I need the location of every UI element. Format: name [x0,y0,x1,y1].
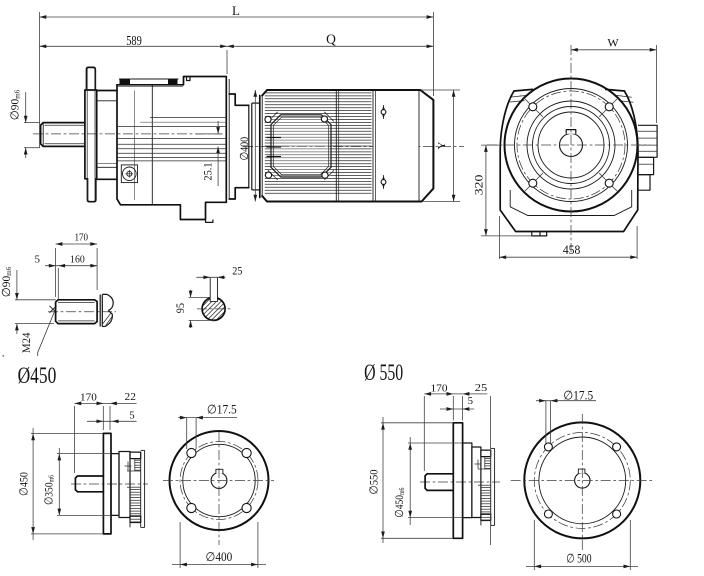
svg-text:170: 170 [80,392,97,404]
svg-text:M24: M24 [21,332,33,353]
svg-text:Ø450: Ø450 [18,363,57,388]
svg-text:W: W [607,36,619,50]
svg-text:22: 22 [125,391,136,403]
svg-text:320: 320 [472,175,486,196]
svg-text:5: 5 [35,254,41,266]
svg-text:95: 95 [175,303,187,313]
svg-text:25.1: 25.1 [203,162,215,180]
svg-text:∅17.5: ∅17.5 [207,402,237,416]
svg-text:∅400: ∅400 [239,137,251,161]
svg-text:5: 5 [129,410,134,422]
svg-text:∅ 500: ∅ 500 [566,552,591,566]
svg-text:∅17.5: ∅17.5 [563,389,593,403]
svg-text:589: 589 [126,33,142,48]
svg-text:∅550: ∅550 [368,469,380,494]
svg-text:Y: Y [436,141,448,149]
svg-text:458: 458 [563,242,581,257]
svg-text:∅400: ∅400 [206,550,233,564]
svg-text:170: 170 [431,383,448,395]
svg-text:∅450: ∅450 [19,472,31,496]
svg-text:Ø 550: Ø 550 [364,360,403,385]
svg-text:25: 25 [475,382,488,394]
svg-text:Q: Q [326,32,336,47]
svg-text:170: 170 [74,232,88,244]
svg-text:25: 25 [232,265,242,277]
svg-text:L: L [232,3,240,18]
svg-text:160: 160 [70,254,85,266]
svg-text:5: 5 [468,395,473,407]
